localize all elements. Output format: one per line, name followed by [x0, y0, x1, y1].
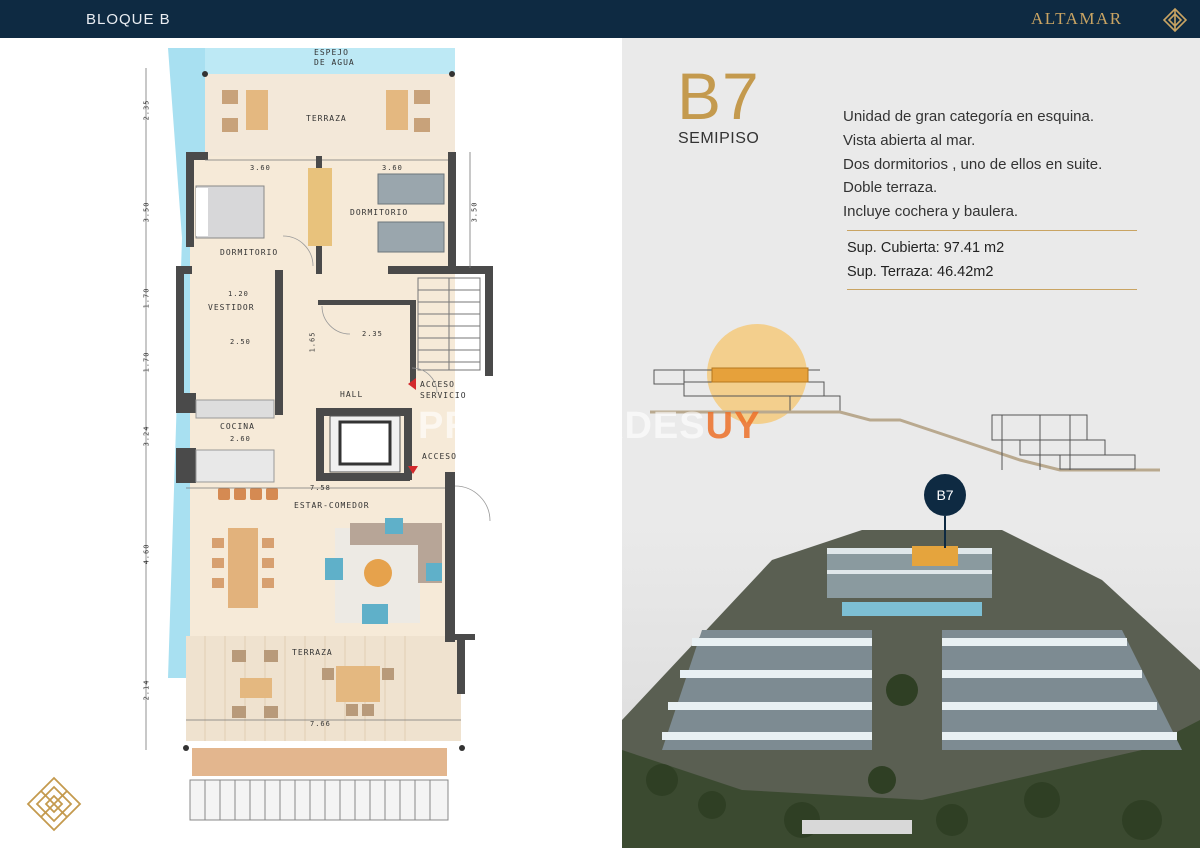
building-left	[662, 630, 872, 750]
door-swings	[282, 235, 491, 522]
unit-marker-badge: B7	[924, 474, 966, 516]
watermark-main: PROPIEDADES	[418, 405, 706, 447]
acceso-servicio-label-2: SERVICIO	[420, 391, 467, 400]
trees	[646, 674, 1162, 840]
top-bar	[0, 0, 1200, 38]
dim-766: 7.66	[310, 720, 331, 728]
espejo-label-1: ESPEJO	[314, 48, 349, 57]
unit-highlight	[711, 367, 809, 383]
walls	[176, 152, 493, 694]
service-access-arrow	[408, 378, 416, 390]
vdim-460: 4.60	[142, 543, 151, 565]
building-right	[942, 630, 1182, 750]
vdim-350b: 3.50	[470, 201, 479, 223]
feature-item: Vista abierta al mar.	[843, 131, 976, 149]
vestidor-label: VESTIDOR	[208, 303, 255, 312]
acceso-label: ACCESO	[422, 452, 457, 461]
vdim-170a: 1.70	[142, 287, 151, 309]
dining-table	[228, 528, 258, 608]
feature-item: Doble terraza.	[843, 179, 938, 197]
dim-360b: 3.60	[382, 164, 403, 172]
terrace-table-left	[246, 90, 268, 130]
aerial-view	[622, 520, 1200, 848]
wardrobe	[308, 168, 332, 246]
beds-secondary	[377, 173, 445, 253]
building-section	[650, 324, 1160, 472]
watermark-accent: UY	[705, 405, 761, 447]
dim-260: 2.60	[230, 435, 251, 443]
spec-divider-top	[847, 230, 1137, 231]
feature-item: Unidad de gran categoría en esquina.	[843, 108, 1095, 125]
unit-code: B7	[677, 59, 760, 133]
elevator	[329, 415, 401, 473]
terraza-top-label: TERRAZA	[306, 114, 347, 123]
terrace-table-a	[240, 678, 272, 698]
dim-120: 1.20	[228, 290, 249, 298]
vegetation	[622, 720, 1200, 848]
vdim-170b: 1.70	[142, 351, 151, 373]
terrace-chairs-bottom	[232, 650, 394, 718]
water-top	[205, 48, 455, 74]
dim-360a: 3.60	[250, 164, 271, 172]
spec-divider-bottom	[847, 289, 1137, 290]
pool	[842, 602, 982, 616]
feature-item: Incluye cochera y baulera.	[843, 203, 1019, 221]
vdim-235: 2.35	[142, 99, 151, 121]
lower-structure	[802, 820, 912, 834]
terrace-bottom-floor	[186, 636, 461, 741]
vdim-324: 3.24	[142, 425, 151, 447]
feature-item: Dos dormitorios , uno de ellos en suite.	[843, 155, 1103, 173]
unit-b7-highlight	[912, 546, 958, 566]
dining-chairs	[212, 538, 274, 588]
dimension-dots	[183, 71, 465, 751]
hall-label: HALL	[340, 390, 364, 399]
bar-stools	[218, 488, 278, 500]
dormitorio-1-label: DORMITORIO	[220, 248, 279, 257]
spec-cubierta: Sup. Cubierta: 97.41 m2	[847, 240, 1005, 256]
section-lower	[991, 414, 1136, 470]
feature-list: Unidad de gran categoría en esquina. Vis…	[843, 105, 1183, 224]
terrace-chairs-top	[222, 90, 430, 132]
coffee-table	[364, 559, 392, 587]
diamond-logo-icon	[1162, 7, 1188, 33]
kitchen-island	[195, 449, 275, 483]
bed-main	[195, 185, 265, 239]
main-access-arrow	[408, 466, 418, 474]
dim-758: 7.58	[310, 484, 331, 492]
acceso-servicio-label-1: ACCESO	[420, 380, 455, 389]
vdim-214: 2.14	[142, 679, 151, 701]
espejo-label-2: DE AGUA	[314, 58, 355, 67]
spec-list: Sup. Cubierta: 97.41 m2 Sup. Terraza: 46…	[847, 236, 1004, 284]
altamar-logo-icon	[26, 776, 82, 832]
terraza-bottom-label: TERRAZA	[292, 648, 333, 657]
unit-type: SEMIPISO	[678, 130, 760, 147]
dim-250: 2.50	[230, 338, 251, 346]
estar-comedor-label: ESTAR-COMEDOR	[294, 501, 370, 510]
dimension-lines	[145, 68, 471, 750]
terrace-table-b	[336, 666, 380, 702]
vdim-350a: 3.50	[142, 201, 151, 223]
dormitorio-2-label: DORMITORIO	[350, 208, 409, 217]
cushions	[325, 518, 442, 624]
planter	[192, 748, 447, 776]
brand-name: ALTAMAR	[1031, 9, 1123, 28]
dim-235: 2.35	[362, 330, 383, 338]
marker-pin-line	[944, 516, 946, 548]
watermark: PROPIEDADESUY	[418, 405, 760, 448]
building-top	[827, 546, 992, 598]
floor-plan-drawing	[145, 48, 493, 821]
terrace-table-right	[386, 90, 408, 130]
spec-terraza: Sup. Terraza: 46.42m2	[847, 264, 994, 280]
stairs	[417, 277, 481, 371]
kitchen-counter	[195, 399, 275, 419]
block-label: BLOQUE B	[86, 11, 171, 28]
cocina-label: COCINA	[220, 422, 255, 431]
vdim-165: 1.65	[308, 331, 317, 353]
pergola	[189, 779, 449, 821]
floor-plan: ESPEJO DE AGUA TERRAZA 3.60 3.60 DORMITO…	[0, 38, 622, 848]
